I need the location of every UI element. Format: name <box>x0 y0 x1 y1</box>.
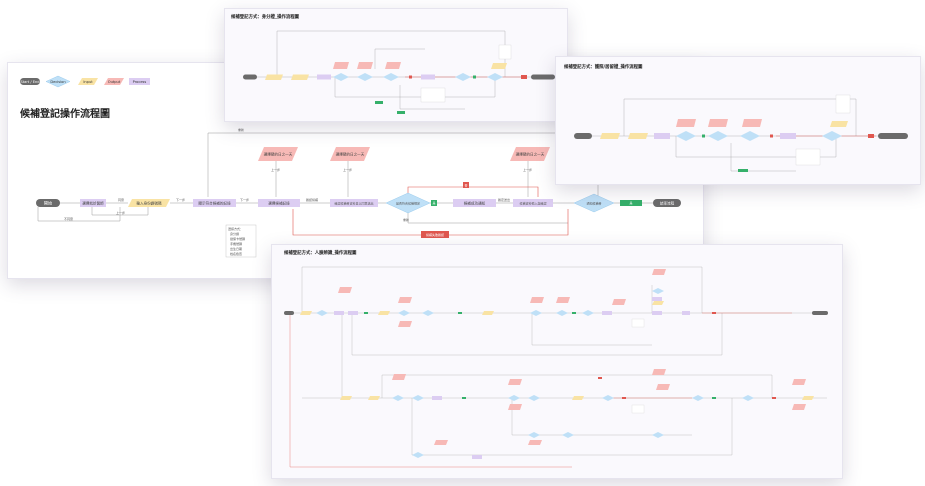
node-output-2 <box>330 147 370 161</box>
legend-output-label: Output <box>108 80 121 84</box>
note-item: 出生日期 <box>230 246 242 251</box>
node-review <box>513 199 553 207</box>
top-flowchart-card: 候補登記方式：身分證_操作流程圖 <box>224 8 568 122</box>
legend-output-shape <box>104 78 124 85</box>
edge-label-2: 下一步 <box>176 197 185 202</box>
legend-input-shape <box>78 78 98 85</box>
bottom-card-title: 候補登記方式：人臉辨識_操作流程圖 <box>284 249 357 256</box>
edge-label-9: 上一步 <box>523 167 532 172</box>
node-fail <box>421 231 449 238</box>
node-select-record <box>258 199 300 207</box>
legend-process-shape <box>129 78 150 85</box>
node-start-label: 開始 <box>44 199 53 206</box>
edge-label-10: 確定送出 <box>498 197 510 202</box>
node-confirm-info-label: 確認候補者資料並以同意送出 <box>334 200 373 205</box>
node-success <box>453 199 496 207</box>
edge-label-11: 重新 <box>403 217 409 222</box>
edge-label-7: 上一步 <box>271 167 280 172</box>
legend-start-end-shape <box>20 78 40 85</box>
node-review-label: 候補資料輸入與確認 <box>519 200 546 205</box>
node-input-id-label: 輸入身份證號碼 <box>136 200 162 205</box>
badge-red <box>463 182 469 188</box>
badge-green <box>431 200 437 206</box>
node-notify <box>573 193 615 213</box>
node-output-1 <box>258 147 298 161</box>
node-output-3-label: 選擇預約日之一天 <box>516 152 545 157</box>
edge-label-1: 同意 <box>118 197 124 202</box>
legend-start-end-label: Start / End <box>20 80 39 84</box>
edge-label-3: 下一步 <box>240 197 249 202</box>
right-flowchart-canvas: 候補登記方式：護照/居留證_操作流程圖 <box>564 63 908 172</box>
node-decision-label: 是否符合候補規定 <box>396 200 420 205</box>
node-green-tag-label: 是 <box>629 200 632 205</box>
top-flowchart-canvas: 候補登記方式：身分證_操作流程圖 <box>231 13 555 114</box>
node-end-label: 結束流程 <box>660 200 675 205</box>
node-green-tag <box>620 200 642 206</box>
node-select-doctor-label: 選擇就診醫師 <box>82 200 104 205</box>
note-item: 身分證 <box>230 231 239 236</box>
node-fail-label: 候補失敗確認 <box>426 232 444 237</box>
note-item: 手機號碼 <box>230 241 242 246</box>
node-decision <box>385 192 431 214</box>
right-flowchart-card: 候補登記方式：護照/居留證_操作流程圖 <box>555 56 921 185</box>
note-item: 姓名檢查 <box>230 251 242 256</box>
page-title: 候補登記操作流程圖 <box>20 107 110 120</box>
node-end <box>653 199 681 207</box>
note-title: 選擇方式： <box>228 226 243 231</box>
selection-note: 選擇方式： 身分證 健保卡號碼 手機號碼 出生日期 姓名檢查 <box>225 224 257 258</box>
edge-label-6: 上一步 <box>116 210 125 215</box>
badge-green-label: 是 <box>432 200 435 205</box>
right-card-title: 候補登記方式：護照/居留證_操作流程圖 <box>564 63 643 70</box>
badge-red-label: 否 <box>464 183 467 187</box>
node-show-records <box>193 199 236 207</box>
legend-process-label: Process <box>133 80 147 84</box>
bottom-flowchart-canvas: 候補登記方式：人臉辨識_操作流程圖 <box>284 249 828 468</box>
edge-label-top: 重新 <box>238 127 244 132</box>
top-card-title: 候補登記方式：身分證_操作流程圖 <box>231 13 300 20</box>
note-item: 健保卡號碼 <box>230 236 245 241</box>
node-show-records-label: 顯示符合候補的記錄 <box>198 200 231 205</box>
main-connectors <box>37 132 653 224</box>
node-success-label: 候補成功通知 <box>464 200 486 205</box>
legend-decision-shape <box>45 75 71 88</box>
node-input-id <box>128 199 170 207</box>
main-flowchart-canvas: Start / End Decision Input Output Proces… <box>20 75 681 258</box>
main-red-connectors <box>292 186 569 236</box>
bottom-flowchart-card: 候補登記方式：人臉辨識_操作流程圖 <box>271 244 843 479</box>
node-output-3 <box>510 147 550 161</box>
edge-label-4: 確認候補 <box>306 197 318 202</box>
edge-label-8: 上一步 <box>343 167 352 172</box>
node-confirm-info <box>330 199 378 207</box>
legend: Start / End Decision Input Output Proces… <box>20 75 150 88</box>
legend-decision-label: Decision <box>50 80 65 84</box>
node-select-record-label: 選擇候補記錄 <box>268 200 290 205</box>
node-start <box>36 199 60 207</box>
node-notify-label: 通知候補者 <box>586 200 601 205</box>
node-output-2-label: 選擇預約日之一天 <box>336 152 365 157</box>
node-output-1-label: 選擇預約日之一天 <box>264 152 293 157</box>
node-select-doctor <box>80 199 106 207</box>
legend-input-label: Input <box>83 80 93 84</box>
edge-label-5: 不同意 <box>64 216 73 221</box>
